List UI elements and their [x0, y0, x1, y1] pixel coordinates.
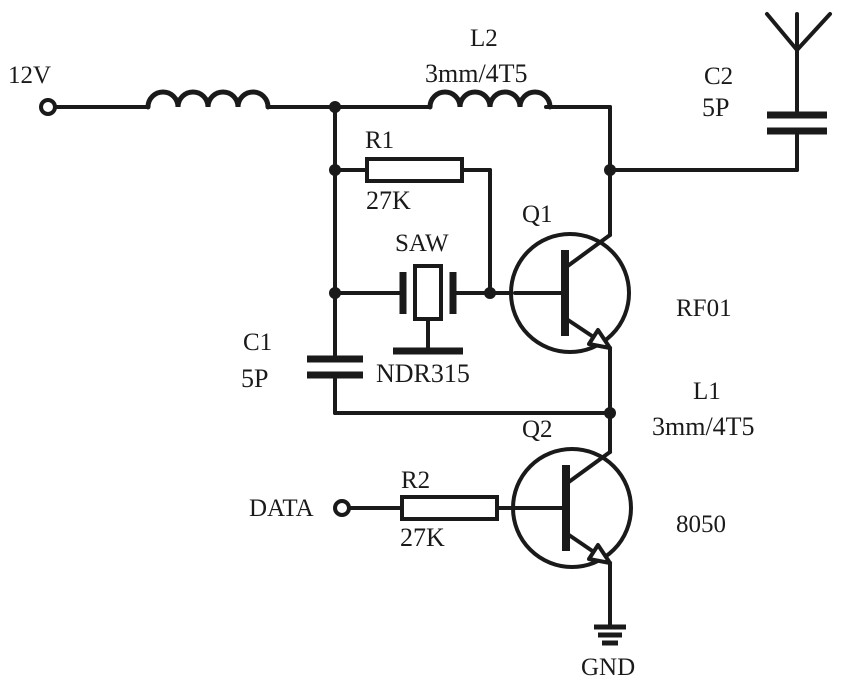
q2-npn-transistor-icon	[511, 447, 633, 627]
l1-value-label: 3mm/4T5	[652, 412, 755, 441]
data-branch	[333, 495, 517, 521]
q1-ref-label: Q1	[522, 201, 553, 228]
saw-resonator-icon	[393, 264, 463, 355]
r2-ref-label: R2	[401, 467, 430, 494]
antenna-icon	[765, 12, 832, 52]
q2-part-label: 8050	[676, 511, 726, 538]
antenna-branch	[604, 12, 832, 176]
l2-value-label: 3mm/4T5	[425, 59, 528, 88]
r1-value-label: 27K	[366, 186, 411, 215]
ground-label: GND	[581, 654, 635, 681]
input-choke-inductor-icon	[145, 89, 271, 110]
junction-dot	[604, 407, 616, 419]
data-terminal	[333, 499, 351, 517]
c2-capacitor-icon	[767, 111, 827, 135]
c1-capacitor-icon	[307, 355, 363, 379]
saw-branch	[333, 264, 517, 355]
q1-npn-transistor-icon	[509, 232, 631, 454]
q1-part-label: RF01	[676, 295, 732, 322]
r1-resistor-icon	[365, 157, 464, 183]
l1-ref-label: L1	[693, 378, 721, 405]
l2-inductor-icon	[427, 89, 553, 110]
supply-label: 12V	[8, 62, 51, 89]
c2-ref-label: C2	[704, 63, 733, 90]
supply-terminal	[39, 98, 57, 116]
c2-value-label: 5P	[702, 93, 729, 122]
r1-branch	[333, 157, 492, 295]
c1-ref-label: C1	[243, 329, 272, 356]
r1-ref-label: R1	[365, 127, 394, 154]
l2-ref-label: L2	[470, 25, 498, 52]
saw-part-label: NDR315	[376, 359, 470, 388]
q2-ref-label: Q2	[522, 416, 553, 443]
ground-icon	[594, 624, 626, 646]
saw-ref-label: SAW	[395, 230, 449, 257]
junction-dot	[484, 287, 496, 299]
r2-value-label: 27K	[400, 523, 445, 552]
data-label: DATA	[249, 495, 314, 522]
c1-value-label: 5P	[241, 364, 268, 393]
r2-resistor-icon	[400, 495, 499, 521]
